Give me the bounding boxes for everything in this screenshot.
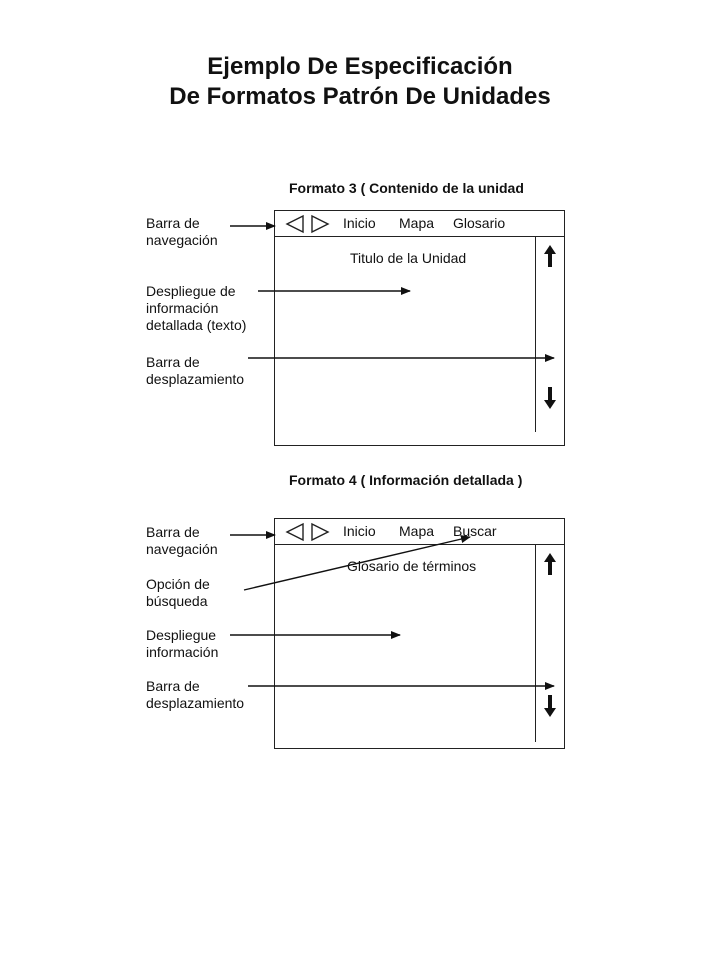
label-line: navegación — [146, 232, 218, 248]
label-line: desplazamiento — [146, 695, 245, 711]
arrow-up-icon[interactable] — [543, 245, 557, 267]
label-line: Barra de — [146, 524, 200, 540]
label-search-option-format-4: Opción de búsqueda — [146, 576, 210, 610]
triangle-right-icon[interactable] — [310, 214, 330, 234]
format-3-scrollbar[interactable] — [535, 237, 536, 432]
arrow-search-option-format-4 — [243, 535, 471, 591]
label-scroll-bar-format-4: Barra de desplazamiento — [146, 678, 244, 712]
glossary-title: Glosario de términos — [347, 558, 477, 574]
label-line: información — [146, 644, 219, 660]
nav-item-glosario[interactable]: Glosario — [453, 215, 506, 231]
arrow-up-icon[interactable] — [543, 553, 557, 575]
label-line: información — [146, 300, 219, 316]
triangle-left-icon[interactable] — [285, 522, 305, 542]
page-title: Ejemplo De Especificación De Formatos Pa… — [0, 52, 720, 112]
label-line: detallada (texto) — [146, 317, 247, 333]
label-line: Despliegue de — [146, 283, 236, 299]
arrow-down-icon[interactable] — [543, 695, 557, 717]
format-4-scrollbar[interactable] — [535, 545, 536, 742]
nav-item-inicio[interactable]: Inicio — [343, 215, 376, 231]
nav-item-mapa[interactable]: Mapa — [399, 523, 435, 539]
nav-item-inicio[interactable]: Inicio — [343, 523, 376, 539]
label-display-format-3: Despliegue de información detallada (tex… — [146, 283, 246, 334]
format-3-nav-bar: Inicio Mapa Glosario — [275, 211, 564, 237]
format-4-caption: Formato 4 ( Información detallada ) — [289, 472, 523, 488]
format-4-frame: Inicio Mapa Buscar Glosario de términos — [274, 518, 565, 749]
page-title-line-2: De Formatos Patrón De Unidades — [169, 83, 551, 110]
format-3-frame: Inicio Mapa Glosario Titulo de la Unidad — [274, 210, 565, 446]
triangle-right-icon[interactable] — [310, 522, 330, 542]
label-nav-bar-format-3: Barra de navegación — [146, 215, 218, 249]
nav-item-buscar[interactable]: Buscar — [453, 523, 497, 539]
triangle-left-icon[interactable] — [285, 214, 305, 234]
label-line: navegación — [146, 541, 218, 557]
label-scroll-bar-format-3: Barra de desplazamiento — [146, 354, 244, 388]
label-display-format-4: Despliegue información — [146, 627, 218, 661]
label-line: búsqueda — [146, 593, 208, 609]
unit-title: Titulo de la Unidad — [350, 250, 467, 266]
label-line: Barra de — [146, 215, 200, 231]
arrow-down-icon[interactable] — [543, 387, 557, 409]
nav-item-mapa[interactable]: Mapa — [399, 215, 435, 231]
format-3-caption: Formato 3 ( Contenido de la unidad — [289, 180, 524, 196]
label-line: Barra de — [146, 354, 200, 370]
label-line: desplazamiento — [146, 371, 245, 387]
label-line: Opción de — [146, 576, 210, 592]
label-line: Despliegue — [146, 627, 217, 643]
label-line: Barra de — [146, 678, 200, 694]
format-4-nav-bar: Inicio Mapa Buscar — [275, 519, 564, 545]
label-nav-bar-format-4: Barra de navegación — [146, 524, 218, 558]
page-title-line-1: Ejemplo De Especificación — [207, 53, 513, 80]
